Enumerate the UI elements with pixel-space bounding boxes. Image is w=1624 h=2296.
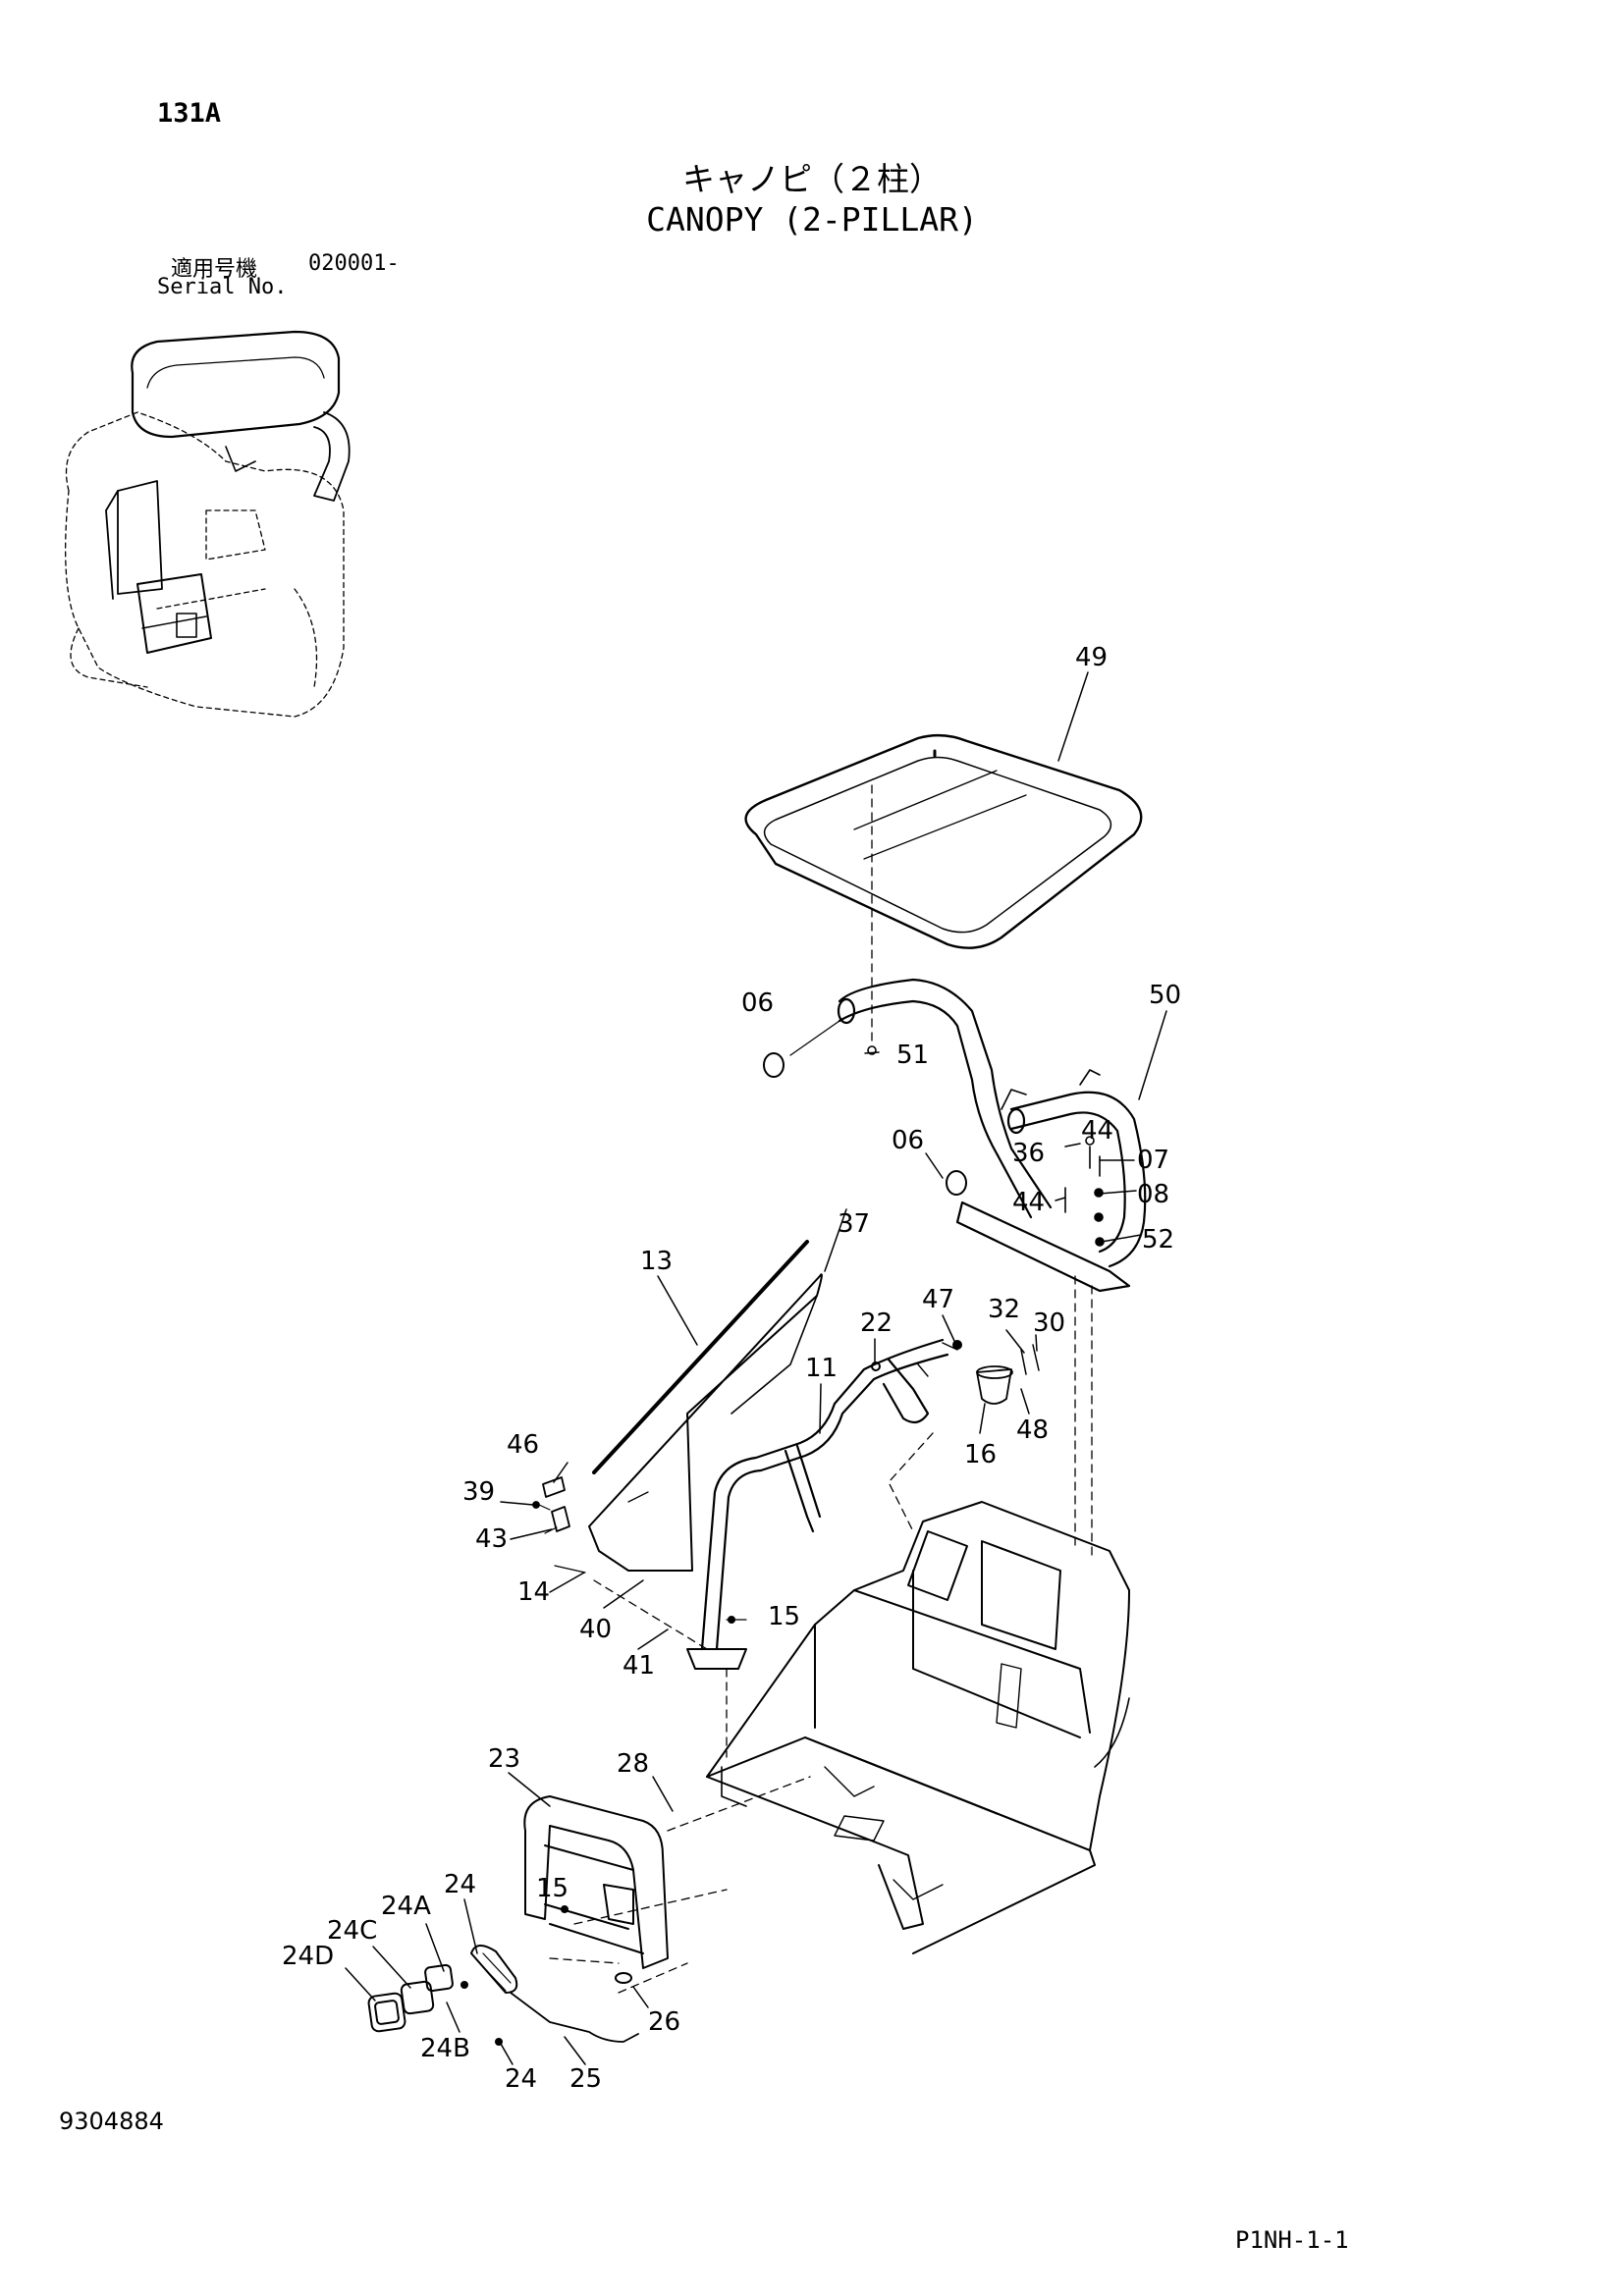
callout-24B: 24B — [420, 2034, 470, 2063]
callout-24C: 24C — [327, 1916, 377, 1946]
callout-22: 22 — [860, 1308, 893, 1338]
callout-24A: 24A — [381, 1892, 431, 1921]
rear-frame — [837, 978, 1147, 1293]
page-code: P1NH-1-1 — [1235, 2226, 1349, 2254]
callout-15-lower: 15 — [536, 1874, 568, 1903]
base-frame — [706, 1501, 1130, 1954]
title-english: CANOPY (2-PILLAR) — [646, 200, 978, 239]
callout-11: 11 — [805, 1354, 838, 1383]
callout-28: 28 — [617, 1749, 649, 1779]
cap-06-left — [763, 1052, 785, 1078]
callout-16: 16 — [964, 1440, 997, 1469]
bolt-set — [867, 1045, 1105, 1247]
callout-14: 14 — [517, 1577, 550, 1607]
callout-08: 08 — [1137, 1180, 1169, 1209]
callout-24-upper: 24 — [444, 1870, 476, 1899]
part-47 — [952, 1340, 962, 1350]
frame-leaders — [1074, 1275, 1093, 1562]
cup-holder — [976, 1344, 1040, 1405]
callout-44-upper: 44 — [1081, 1116, 1113, 1146]
serial-label-japanese: 適用号機 — [171, 257, 258, 282]
callout-06-lower: 06 — [892, 1126, 924, 1155]
part-15 — [728, 1616, 735, 1624]
overview-inset — [65, 330, 351, 718]
callout-36: 36 — [1012, 1139, 1045, 1168]
clip-parts — [532, 1476, 586, 1574]
callout-52: 52 — [1142, 1225, 1174, 1255]
side-panel — [588, 1240, 823, 1572]
callout-50: 50 — [1149, 981, 1181, 1010]
callout-39: 39 — [462, 1477, 495, 1507]
callout-43: 43 — [475, 1524, 508, 1554]
callout-30: 30 — [1033, 1308, 1065, 1338]
document-number: 9304884 — [59, 2108, 164, 2135]
callout-23: 23 — [488, 1744, 520, 1774]
callout-49: 49 — [1075, 643, 1108, 672]
callout-41: 41 — [623, 1651, 655, 1681]
serial-label-english: Serial No. — [157, 275, 288, 299]
serial-value: 020001- — [308, 251, 400, 276]
callout-48: 48 — [1016, 1415, 1049, 1445]
roof-panel — [744, 733, 1143, 949]
callout-47: 47 — [922, 1285, 954, 1314]
cap-06-right — [946, 1170, 967, 1196]
callout-07: 07 — [1137, 1146, 1169, 1175]
front-pillar — [686, 1338, 958, 1670]
cap-06-left-leader — [789, 1020, 840, 1056]
callout-24D: 24D — [282, 1942, 334, 1971]
callout-32: 32 — [988, 1295, 1020, 1324]
front-guard — [523, 1795, 669, 1969]
part-22 — [871, 1362, 881, 1371]
title-japanese: キャノピ（２柱） — [682, 160, 942, 198]
callout-15-upper: 15 — [768, 1602, 800, 1631]
callout-40: 40 — [579, 1615, 612, 1644]
callout-26: 26 — [648, 2007, 680, 2037]
assembly-leaders — [549, 1432, 934, 1994]
callout-44-lower: 44 — [1012, 1188, 1045, 1217]
callout-25: 25 — [569, 2064, 602, 2094]
callout-leaders — [345, 671, 1167, 2065]
page-id: 131A — [157, 98, 222, 129]
callout-37: 37 — [838, 1209, 870, 1239]
callout-24-lower: 24 — [505, 2064, 537, 2094]
callout-13: 13 — [640, 1247, 673, 1276]
callout-46: 46 — [507, 1430, 539, 1460]
work-light — [367, 1945, 639, 2046]
callout-51: 51 — [896, 1041, 929, 1070]
callout-06-upper: 06 — [741, 988, 774, 1018]
